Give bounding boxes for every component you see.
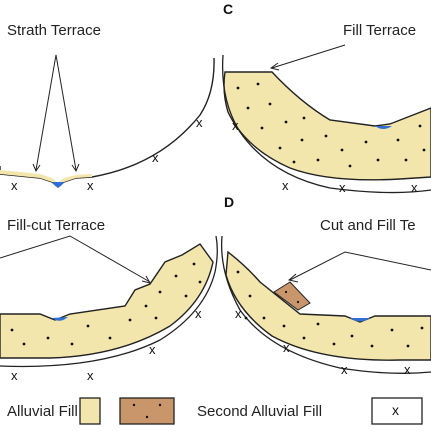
bedrock-marker: x bbox=[339, 180, 346, 195]
fill-terrace-profile bbox=[221, 44, 431, 194]
cut-fill-alluvium bbox=[225, 250, 431, 361]
legend-swatch-second-fill bbox=[119, 397, 175, 425]
cut-and-fill-terrace-title: Cut and Fill Te bbox=[320, 217, 416, 234]
bedrock-marker: x bbox=[232, 118, 239, 133]
bedrock-marker: x bbox=[11, 178, 18, 193]
bedrock-marker: x bbox=[195, 306, 202, 321]
bedrock-marker: x bbox=[11, 368, 18, 383]
fill-terrace-alluvium bbox=[223, 71, 431, 181]
bedrock-marker: x bbox=[404, 362, 411, 377]
bedrock-marker: x bbox=[152, 150, 159, 165]
bedrock-marker: x bbox=[87, 178, 94, 193]
bedrock-marker: x bbox=[283, 340, 290, 355]
panel-label-d: D bbox=[224, 194, 235, 210]
bedrock-marker: x bbox=[196, 115, 203, 130]
legend-bedrock-symbol: x bbox=[392, 402, 399, 418]
cut-fill-leader-line bbox=[289, 251, 431, 281]
fill-cut-dots bbox=[10, 262, 202, 346]
fill-dots bbox=[236, 82, 426, 168]
bedrock-marker: x bbox=[87, 368, 94, 383]
legend-swatches bbox=[79, 397, 423, 425]
strath-terrace-profile bbox=[0, 54, 215, 188]
cut-fill-river bbox=[350, 318, 370, 322]
panel-label-c: C bbox=[223, 1, 234, 17]
cut-and-fill-terrace-profile bbox=[220, 235, 431, 374]
bedrock-marker: x bbox=[411, 180, 418, 195]
fill-terrace-river bbox=[375, 126, 392, 129]
bedrock-marker: x bbox=[341, 362, 348, 377]
strath-river bbox=[52, 182, 64, 187]
fill-cut-leader-line bbox=[0, 235, 151, 283]
bedrock-marker: x bbox=[149, 342, 156, 357]
legend-swatch-alluvial-fill bbox=[79, 397, 101, 425]
fill-cut-river bbox=[52, 317, 68, 321]
fill-cut-terrace-profile bbox=[0, 235, 218, 368]
strath-leader-line bbox=[35, 54, 77, 171]
cut-fill-dots bbox=[236, 270, 424, 348]
fill-terrace-title: Fill Terrace bbox=[343, 22, 417, 39]
fill-cut-terrace-title: Fill-cut Terrace bbox=[7, 217, 106, 234]
bedrock-marker: x bbox=[282, 178, 289, 193]
legend-alluvial-fill-label: Alluvial Fill bbox=[7, 403, 78, 420]
second-alluvial-fill bbox=[273, 281, 311, 311]
strath-terrace-title: Strath Terrace bbox=[7, 22, 101, 39]
legend-second-alluvial-fill-label: Second Alluvial Fill bbox=[197, 403, 323, 420]
legend-swatch-bedrock bbox=[371, 397, 423, 425]
bedrock-marker: x bbox=[235, 306, 242, 321]
fill-leader-line bbox=[271, 44, 346, 69]
fill-cut-alluvium bbox=[0, 243, 214, 359]
